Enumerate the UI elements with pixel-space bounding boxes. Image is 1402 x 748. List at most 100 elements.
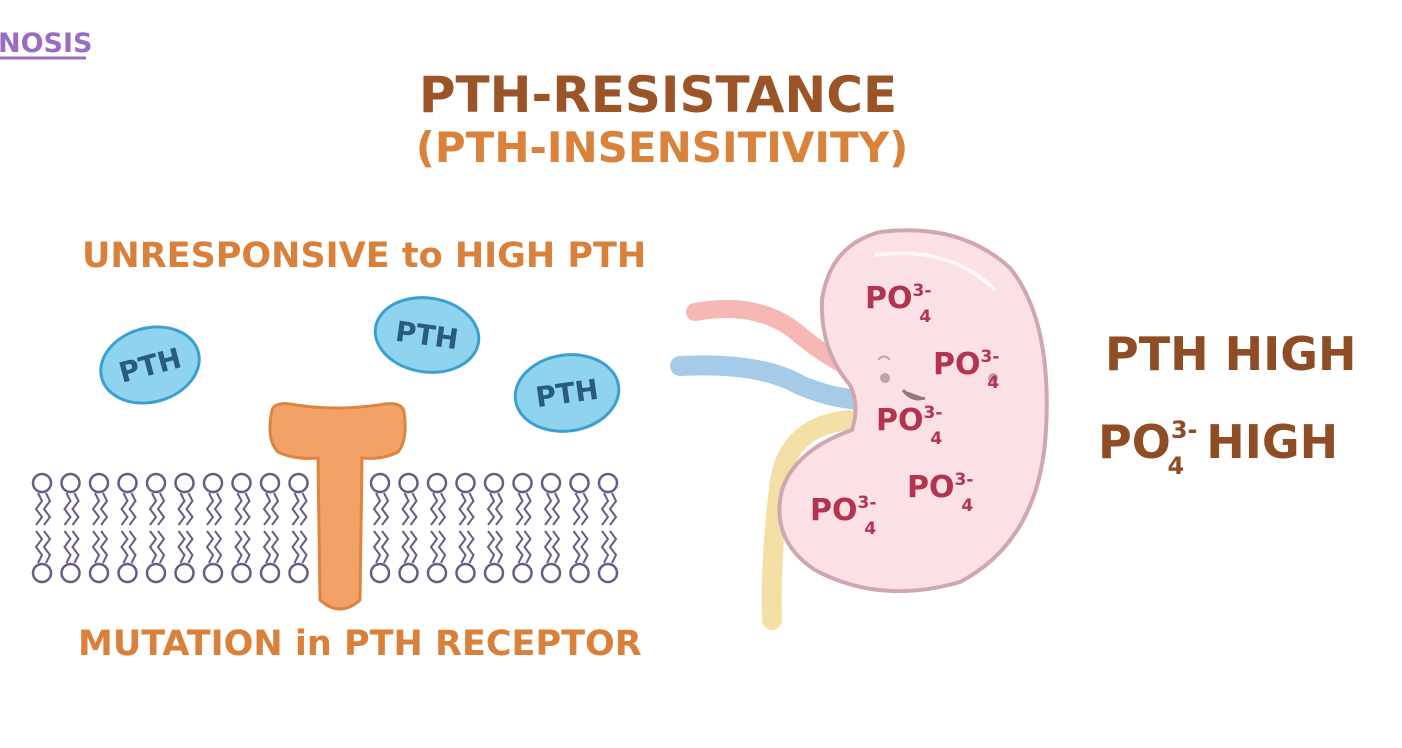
fatty-acid-tail [551, 530, 561, 564]
cell-membrane [31, 472, 619, 584]
phospholipid-head [31, 562, 53, 584]
phospholipid-head [174, 562, 195, 584]
phospholipid [202, 472, 224, 584]
phospholipid [60, 472, 81, 584]
kidney-eye [988, 373, 998, 383]
ion-base: PO [1098, 415, 1171, 469]
phospholipid-head [455, 562, 476, 584]
phospholipid-head [483, 472, 505, 494]
phospholipid-head [202, 472, 224, 494]
phosphate-ion: PO3-4 [865, 281, 931, 327]
fatty-acid-tail [63, 530, 72, 564]
fatty-acid-tail [34, 492, 44, 526]
phospholipid-head [174, 472, 195, 494]
fatty-acid-tail [380, 492, 390, 526]
fatty-acid-tail [205, 492, 215, 526]
fatty-acid-tail [128, 530, 137, 564]
phospholipid-head [31, 472, 53, 494]
kidney-eye [880, 373, 890, 383]
fatty-acid-tail [262, 530, 272, 564]
phospholipid-head [231, 562, 252, 584]
ion-subscript: 4 [961, 496, 973, 516]
ion-charge: 3- [913, 281, 932, 301]
fatty-acid-tail [270, 530, 280, 564]
phospholipid [31, 472, 53, 584]
ion-base: PO [876, 403, 924, 438]
fatty-acid-tail [299, 492, 308, 526]
fatty-acid-tail [372, 530, 382, 564]
phospholipid-head [426, 472, 448, 494]
phospholipid-head [369, 562, 391, 584]
ion-charge: 3- [1171, 416, 1198, 444]
fatty-acid-tail [486, 530, 496, 564]
pth-high-label: PTH HIGH [1105, 327, 1356, 381]
fatty-acid-tail [523, 530, 532, 564]
fatty-acid-tail [429, 492, 439, 526]
fatty-acid-tail [71, 530, 80, 564]
phosphate-ion: PO3-4 [907, 470, 973, 516]
phospholipid [483, 472, 505, 584]
ion-base: PO [865, 281, 913, 316]
fatty-acid-tail [580, 530, 589, 564]
fatty-acid-tail [409, 530, 418, 564]
fatty-acid-tail [128, 492, 137, 526]
phospholipid-head [202, 562, 224, 584]
fatty-acid-tail [600, 492, 610, 526]
high-word: HIGH [1206, 415, 1338, 469]
phospholipid [569, 472, 590, 584]
ion-charge: 3- [981, 347, 1000, 367]
fatty-acid-tail [242, 530, 251, 564]
phospholipid [117, 472, 138, 584]
fatty-acid-tail [551, 492, 561, 526]
phospholipid-head [597, 562, 619, 584]
phospholipid-head [288, 562, 309, 584]
fatty-acid-tail [494, 530, 504, 564]
phospholipid-head [455, 472, 476, 494]
phospholipid [288, 472, 309, 584]
fatty-acid-tail [608, 492, 618, 526]
phospholipid-head [60, 562, 81, 584]
fatty-acid-tail [42, 492, 52, 526]
nav-link[interactable]: NOSIS [0, 28, 93, 59]
fatty-acid-tail [177, 492, 186, 526]
phospholipid-head [259, 472, 281, 494]
fatty-acid-tail [120, 530, 129, 564]
ion-subscript: 4 [930, 429, 942, 449]
fatty-acid-tail [156, 492, 166, 526]
unresponsive-label: UNRESPONSIVE to HIGH PTH [82, 236, 646, 276]
phospholipid-head [512, 472, 533, 494]
fatty-acid-tail [148, 530, 158, 564]
ion-subscript: 4 [864, 519, 876, 539]
ion-base: PO [810, 493, 858, 528]
vein [670, 355, 870, 410]
phospholipid-head [597, 472, 619, 494]
phospholipid [174, 472, 195, 584]
phospholipid-head [288, 472, 309, 494]
fatty-acid-tail [34, 530, 44, 564]
subtitle: (PTH-INSENSITIVITY) [416, 123, 909, 172]
fatty-acid-tail [429, 530, 439, 564]
phospholipid [455, 472, 476, 584]
fatty-acid-tail [486, 492, 496, 526]
fatty-acid-tail [205, 530, 215, 564]
fatty-acid-tail [99, 492, 109, 526]
phospholipid-head [540, 562, 562, 584]
phospholipid [512, 472, 533, 584]
title: PTH-RESISTANCE [419, 66, 897, 124]
fatty-acid-tail [213, 530, 223, 564]
phospholipid-head [145, 562, 167, 584]
fatty-acid-tail [401, 530, 410, 564]
fatty-acid-tail [543, 492, 553, 526]
phospholipid-head [117, 562, 138, 584]
phospholipid-head [398, 472, 419, 494]
phospholipid-head [231, 472, 252, 494]
ion-subscript: 4 [1168, 452, 1185, 480]
phospholipid-head [88, 472, 110, 494]
fatty-acid-tail [458, 492, 467, 526]
ion-charge: 3- [858, 493, 877, 513]
fatty-acid-tail [262, 492, 272, 526]
fatty-acid-tail [185, 492, 194, 526]
phospholipid-head [569, 562, 590, 584]
